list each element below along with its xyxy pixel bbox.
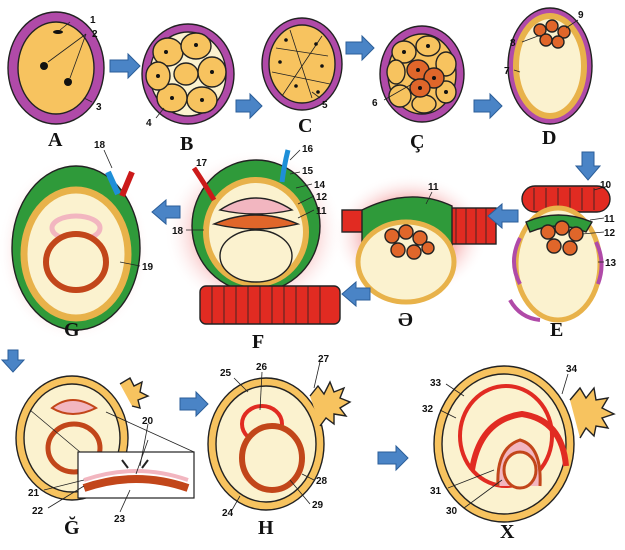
arrow-d-to-e	[574, 151, 602, 181]
arrow-h-to-x	[377, 444, 409, 472]
stage-h: 25 26 27 28 29 24 H	[207, 354, 352, 539]
label-9: 9	[578, 10, 584, 21]
stage-e-attachment: 10 11 12 13 E	[508, 180, 617, 341]
label-5: 5	[322, 100, 328, 111]
stage-label-g: G	[64, 319, 80, 341]
label-21: 21	[28, 488, 40, 499]
label-11-schwa: 11	[428, 182, 439, 193]
label-20: 20	[142, 416, 154, 427]
stage-label-schwa: Ə	[398, 309, 413, 331]
stage-f-embedded: 16 15 14 12 11 17 18 F	[164, 144, 344, 353]
label-6: 6	[372, 98, 378, 109]
label-16: 16	[302, 144, 314, 155]
stage-label-g-breve: Ğ	[64, 515, 80, 539]
arrow-f-to-g	[151, 198, 181, 226]
label-30: 30	[446, 506, 458, 517]
label-27: 27	[318, 354, 330, 365]
label-17: 17	[196, 158, 208, 169]
label-28: 28	[316, 476, 328, 487]
label-31: 31	[430, 486, 442, 497]
label-25: 25	[220, 368, 232, 379]
label-14: 14	[314, 180, 326, 191]
stage-a-zygote: 1 2 3 A	[7, 11, 105, 151]
stage-label-c: C	[298, 115, 312, 137]
label-7: 7	[504, 66, 510, 77]
label-13: 13	[605, 258, 617, 269]
stage-label-h: H	[258, 517, 274, 539]
stage-b-morula-early: 4 B	[141, 23, 235, 155]
arrow-b-to-c	[235, 92, 263, 120]
stage-x: 33 32 34 31 30 X	[422, 364, 616, 543]
label-4: 4	[146, 118, 152, 129]
label-11-f: 11	[316, 206, 327, 217]
arrow-schwa-to-f	[341, 280, 371, 308]
label-3: 3	[96, 102, 102, 113]
label-8: 8	[510, 38, 516, 49]
stage-schwa-implantation: 11 Ə	[332, 174, 497, 331]
flow-arrows	[0, 34, 602, 472]
label-26: 26	[256, 362, 268, 373]
label-19: 19	[142, 262, 154, 273]
arrow-c-to-c-cedilla	[345, 34, 375, 62]
label-32: 32	[422, 404, 434, 415]
stage-c-cleavage: 5 C	[261, 17, 343, 137]
label-34: 34	[566, 364, 578, 375]
stage-g-breve: 20 21 22 23 Ğ	[15, 375, 195, 539]
stage-label-d: D	[542, 127, 556, 149]
label-23: 23	[114, 514, 126, 525]
label-33: 33	[430, 378, 442, 389]
arrow-g-to-g-breve	[0, 349, 26, 373]
label-15: 15	[302, 166, 314, 177]
stage-label-b: B	[180, 133, 193, 155]
stage-label-a: A	[48, 129, 63, 151]
arrow-e-to-schwa	[487, 202, 519, 230]
label-11-e: 11	[604, 214, 615, 225]
stage-label-e: E	[550, 319, 563, 341]
label-12-e: 12	[604, 228, 616, 239]
stage-label-f: F	[252, 331, 264, 353]
stage-label-c-cedilla: Ç	[410, 131, 424, 153]
stage-c-cedilla-morula: 6 Ç	[372, 25, 465, 153]
arrow-a-to-b	[109, 52, 141, 80]
arrow-g-breve-to-h	[179, 390, 209, 418]
label-22: 22	[32, 506, 44, 517]
label-18-f: 18	[172, 226, 184, 237]
stage-label-x: X	[500, 521, 515, 543]
label-18-g: 18	[94, 140, 106, 151]
label-1: 1	[90, 15, 96, 26]
label-2: 2	[92, 29, 98, 40]
label-24: 24	[222, 508, 234, 519]
label-29: 29	[312, 500, 324, 511]
label-12-f: 12	[316, 192, 328, 203]
arrow-c-cedilla-to-d	[473, 92, 503, 120]
stage-d-blastocyst: 9 8 7 D	[504, 7, 593, 149]
stage-g-bilaminar: 18 19 G	[0, 140, 154, 342]
label-10: 10	[600, 180, 612, 191]
